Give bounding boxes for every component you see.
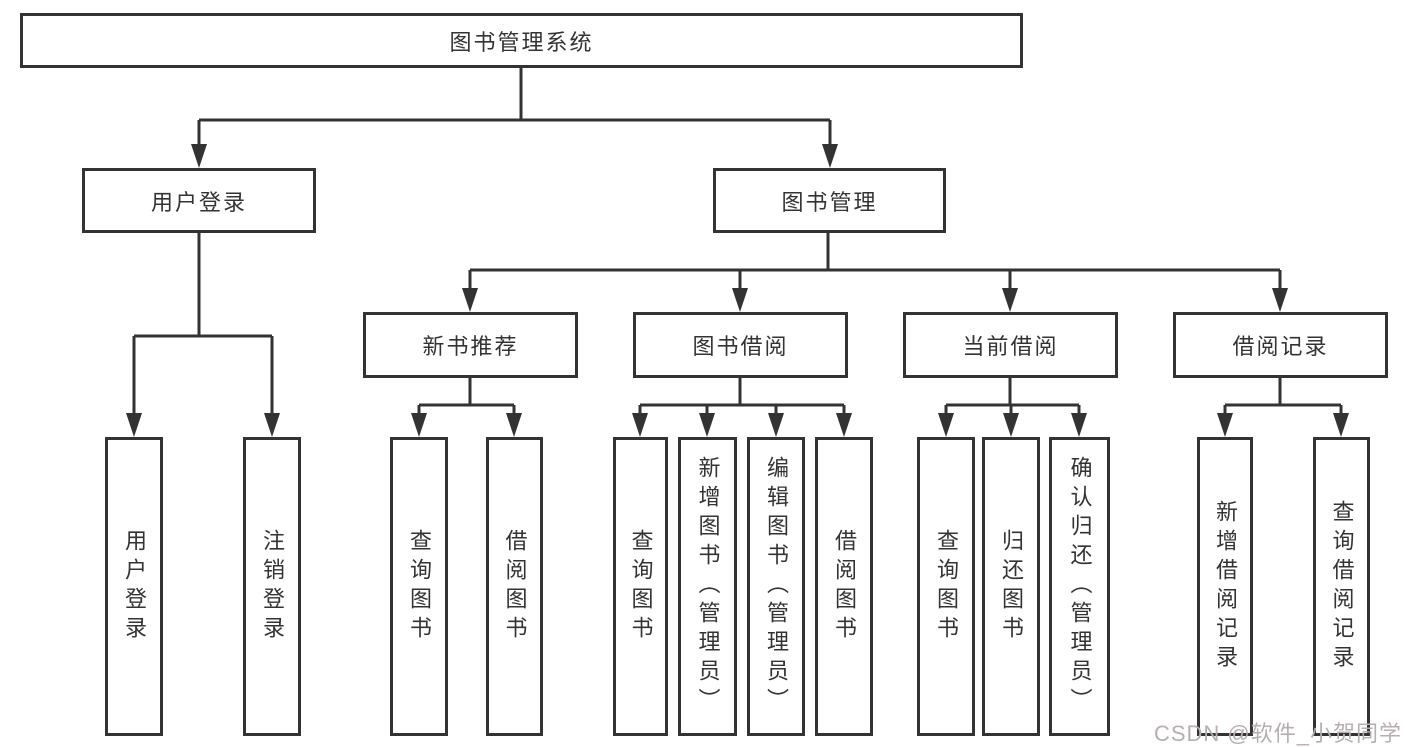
node-query-book-1: 查询图书 xyxy=(390,437,448,736)
node-book-borrow: 图书借阅 xyxy=(633,312,848,378)
arrow-down-icon xyxy=(1002,288,1018,312)
node-label: 借阅记录 xyxy=(1232,334,1329,359)
node-label: 注销登录 xyxy=(260,528,285,645)
node-query-book-2: 查询图书 xyxy=(613,437,668,736)
node-label: 新增借阅记录 xyxy=(1213,499,1238,674)
arrow-down-icon xyxy=(411,413,427,437)
node-label: 借阅图书 xyxy=(502,528,528,645)
node-query-book-3: 查询图书 xyxy=(917,437,975,736)
node-user-login-branch: 用户登录 xyxy=(82,168,316,233)
node-query-borrow-record: 查询借阅记录 xyxy=(1313,437,1370,736)
node-label: 用户登录 xyxy=(150,189,247,215)
arrow-down-icon xyxy=(938,413,954,437)
arrow-down-icon xyxy=(1217,413,1233,437)
node-label: 查询借阅记录 xyxy=(1329,499,1355,674)
node-borrow-book-1: 借阅图书 xyxy=(486,437,543,736)
node-logout-leaf: 注销登录 xyxy=(243,437,301,736)
node-book-management: 图书管理 xyxy=(713,168,946,233)
node-confirm-return-admin: 确认归还（管理员） xyxy=(1049,437,1110,736)
arrow-down-icon xyxy=(836,413,852,437)
node-current-borrow: 当前借阅 xyxy=(903,312,1118,378)
node-label: 新增图书（管理员） xyxy=(695,456,721,717)
connector-lines xyxy=(132,68,1343,416)
arrow-down-icon xyxy=(1272,288,1288,312)
node-new-book-recommend: 新书推荐 xyxy=(363,312,578,378)
arrow-down-icon xyxy=(1333,413,1349,437)
node-label: 新书推荐 xyxy=(422,334,519,359)
node-root-label: 图书管理系统 xyxy=(449,29,594,55)
arrow-down-icon xyxy=(699,413,715,437)
node-add-borrow-record: 新增借阅记录 xyxy=(1197,437,1253,736)
arrow-down-icon xyxy=(264,413,280,437)
node-add-book-admin: 新增图书（管理员） xyxy=(678,437,737,736)
arrow-down-icon xyxy=(822,144,838,168)
node-label: 归还图书 xyxy=(999,528,1024,645)
arrow-down-icons xyxy=(126,144,1349,437)
arrow-down-icon xyxy=(632,413,648,437)
node-label: 确认归还（管理员） xyxy=(1067,456,1093,717)
csdn-watermark: CSDN @软件_小贺同学 xyxy=(1153,721,1402,746)
arrow-down-icon xyxy=(506,413,522,437)
node-return-book: 归还图书 xyxy=(982,437,1040,736)
node-borrow-records: 借阅记录 xyxy=(1173,312,1388,378)
arrow-down-icon xyxy=(1071,413,1087,437)
node-edit-book-admin: 编辑图书（管理员） xyxy=(747,437,805,736)
node-label: 查询图书 xyxy=(934,528,959,645)
node-label: 查询图书 xyxy=(407,528,432,645)
node-label: 图书借阅 xyxy=(692,334,789,359)
arrow-down-icon xyxy=(191,144,207,168)
node-label: 当前借阅 xyxy=(962,334,1059,359)
node-user-login-leaf: 用户登录 xyxy=(105,437,163,736)
node-label: 编辑图书（管理员） xyxy=(764,456,789,717)
node-borrow-book-2: 借阅图书 xyxy=(815,437,873,736)
arrow-down-icon xyxy=(462,288,478,312)
node-label: 图书管理 xyxy=(781,189,878,215)
arrow-down-icon xyxy=(1003,413,1019,437)
node-label: 用户登录 xyxy=(122,528,147,645)
node-root: 图书管理系统 xyxy=(20,13,1023,68)
node-label: 借阅图书 xyxy=(832,528,857,645)
node-label: 查询图书 xyxy=(628,528,654,645)
arrow-down-icon xyxy=(732,288,748,312)
arrow-down-icon xyxy=(126,413,142,437)
arrow-down-icon xyxy=(768,413,784,437)
